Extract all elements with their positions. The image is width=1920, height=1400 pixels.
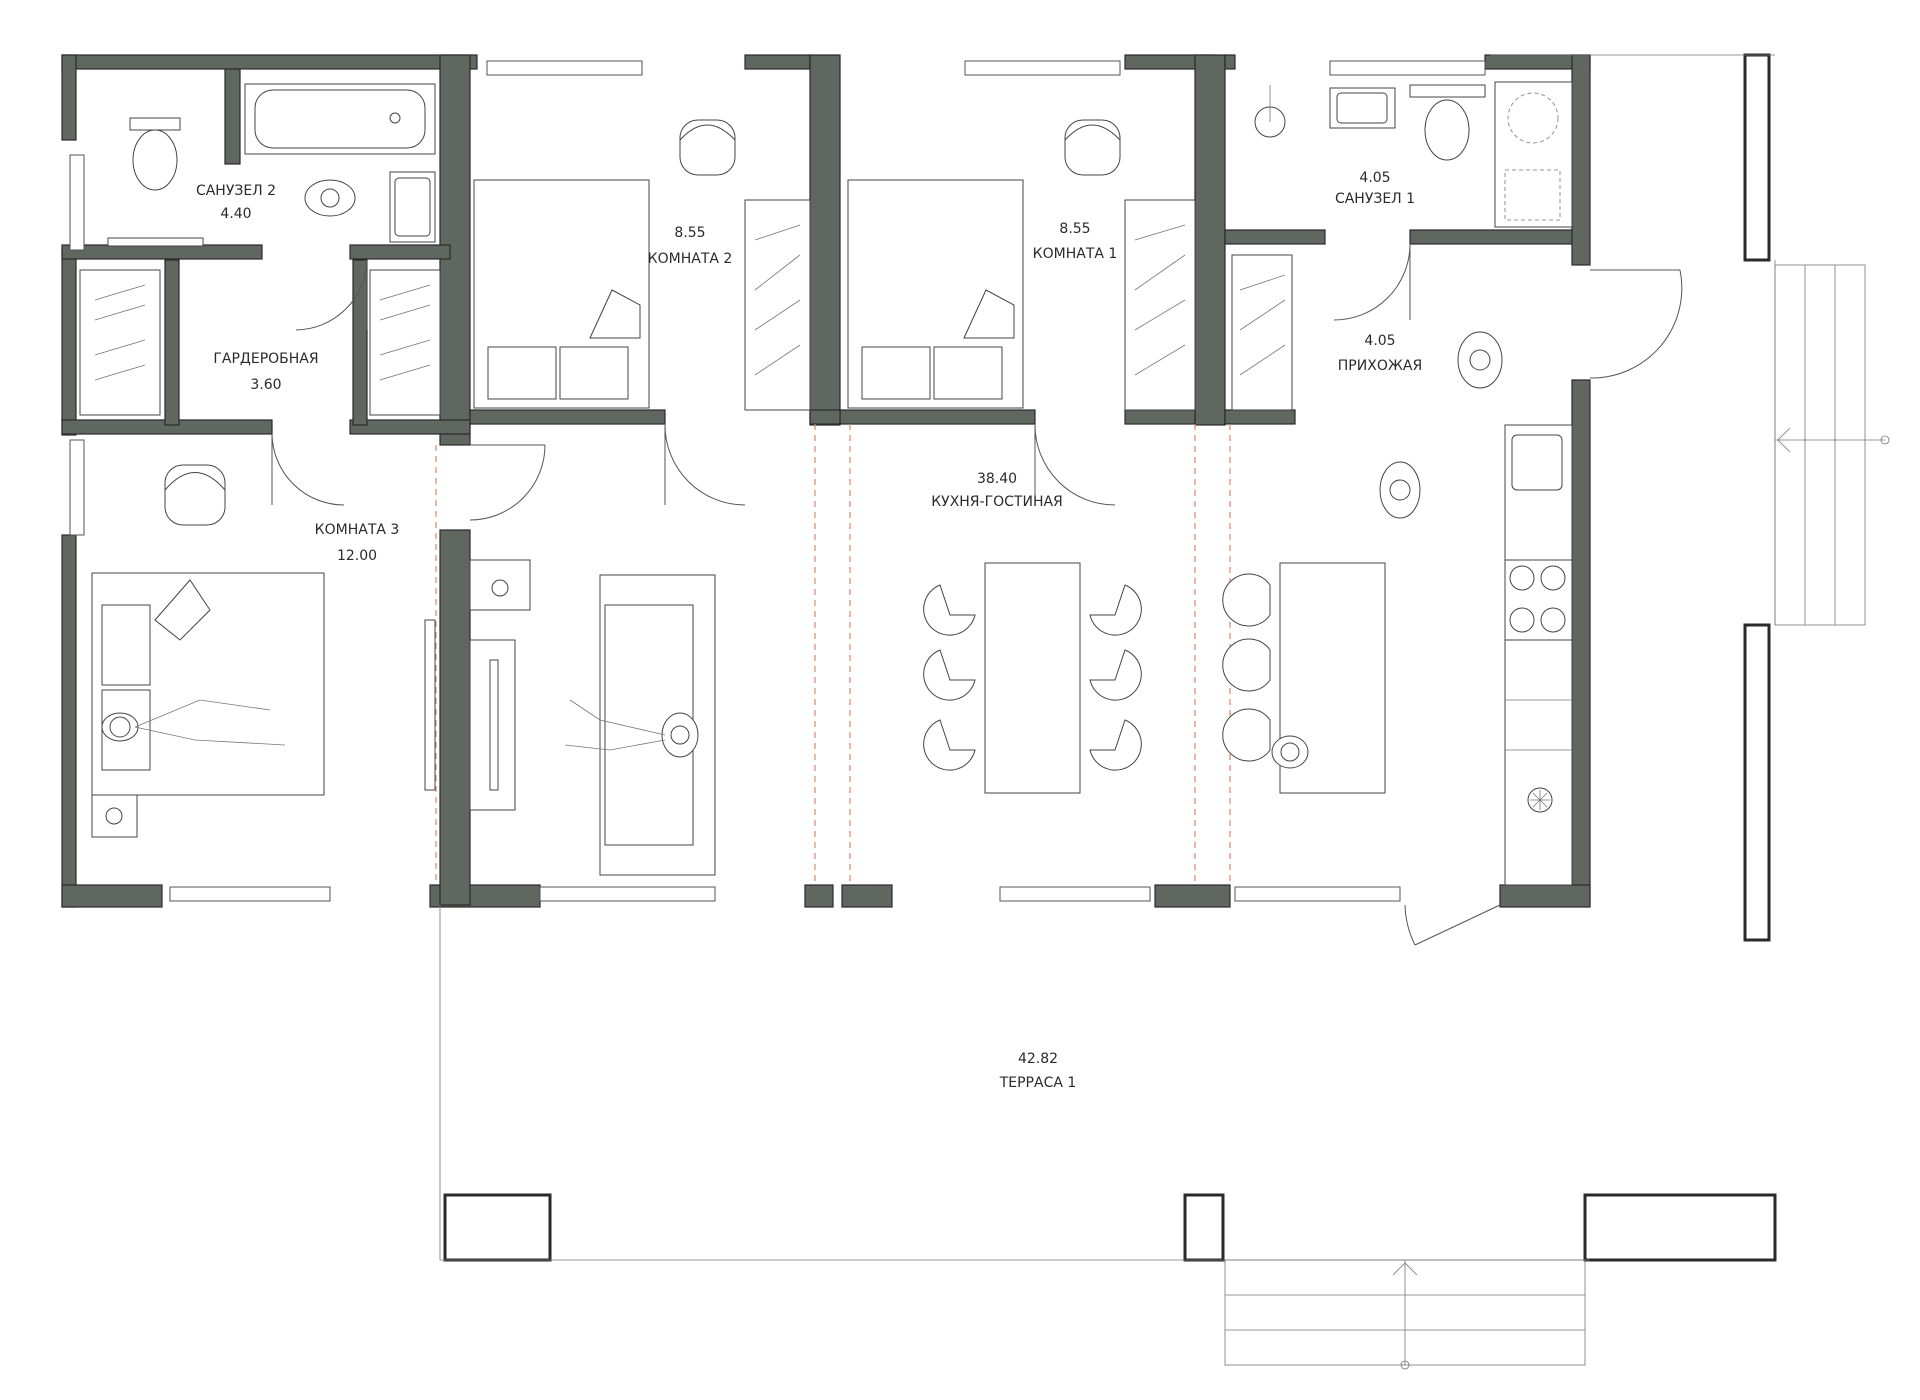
- room-area-sanuzel2: 4.40: [220, 206, 251, 222]
- room-name-komnata3: КОМНАТА 3: [315, 522, 400, 538]
- tv-icon: [469, 639, 516, 811]
- room-area-terrasa: 42.82: [1018, 1051, 1058, 1067]
- fridge-icon: [1527, 787, 1553, 813]
- chair-icon: [923, 584, 1142, 771]
- washing-machine-icon: [1494, 81, 1573, 228]
- bed-icon: [91, 572, 325, 796]
- stove-icon: [1504, 559, 1573, 641]
- sink-icon: [389, 171, 436, 243]
- doors: [271, 243, 1683, 946]
- room-name-komnata1: КОМНАТА 1: [1033, 246, 1118, 262]
- room-area-sanuzel1: 4.05: [1359, 170, 1390, 186]
- towel-rail: [107, 237, 204, 247]
- kitchen-counter: [1504, 424, 1573, 886]
- bathtub-icon: [244, 83, 436, 155]
- room-area-prikhozhaya: 4.05: [1364, 333, 1395, 349]
- chair-icon: [1064, 119, 1121, 176]
- bed-icon: [473, 179, 650, 409]
- room-name-sanuzel1: САНУЗЕЛ 1: [1335, 191, 1415, 207]
- bed-icon: [847, 179, 1024, 409]
- wardrobes: [79, 199, 1293, 416]
- windows: [69, 60, 1486, 902]
- room-name-garderob: ГАРДЕРОБНАЯ: [213, 351, 318, 367]
- room-name-sanuzel2: САНУЗЕЛ 2: [196, 183, 276, 199]
- room-area-komnata1: 8.55: [1059, 221, 1090, 237]
- sofa-icon: [599, 574, 716, 876]
- wall-panel: [424, 619, 436, 791]
- room-name-komnata2: КОМНАТА 2: [648, 251, 733, 267]
- room-labels: САНУЗЕЛ 2 4.40 ГАРДЕРОБНАЯ 3.60 КОМНАТА …: [196, 170, 1422, 1091]
- walls: [61, 53, 1777, 1262]
- room-area-kukhnya: 38.40: [977, 471, 1017, 487]
- room-area-komnata3: 12.00: [337, 548, 377, 564]
- shower-icon: [1254, 85, 1286, 138]
- chair-icon: [1222, 573, 1271, 762]
- room-name-prikhozhaya: ПРИХОЖАЯ: [1338, 358, 1422, 374]
- chair-icon: [679, 119, 736, 176]
- room-area-garderob: 3.60: [250, 377, 281, 393]
- sink-icon: [469, 559, 531, 611]
- lamp-icon: [105, 807, 123, 825]
- chair-icon: [164, 464, 226, 526]
- room-name-kukhnya: КУХНЯ-ГОСТИНАЯ: [931, 494, 1063, 510]
- sink-icon: [1329, 87, 1396, 129]
- stairs-icon: [1224, 264, 1890, 1370]
- room-name-terrasa: ТЕРРАСА 1: [999, 1075, 1077, 1091]
- toilet-icon: [1409, 84, 1486, 161]
- toilet-icon: [129, 117, 181, 191]
- zone-dividers: [435, 424, 1231, 885]
- dining-table-icon: [984, 562, 1081, 794]
- room-area-komnata2: 8.55: [674, 225, 705, 241]
- person-icon: [101, 179, 1503, 769]
